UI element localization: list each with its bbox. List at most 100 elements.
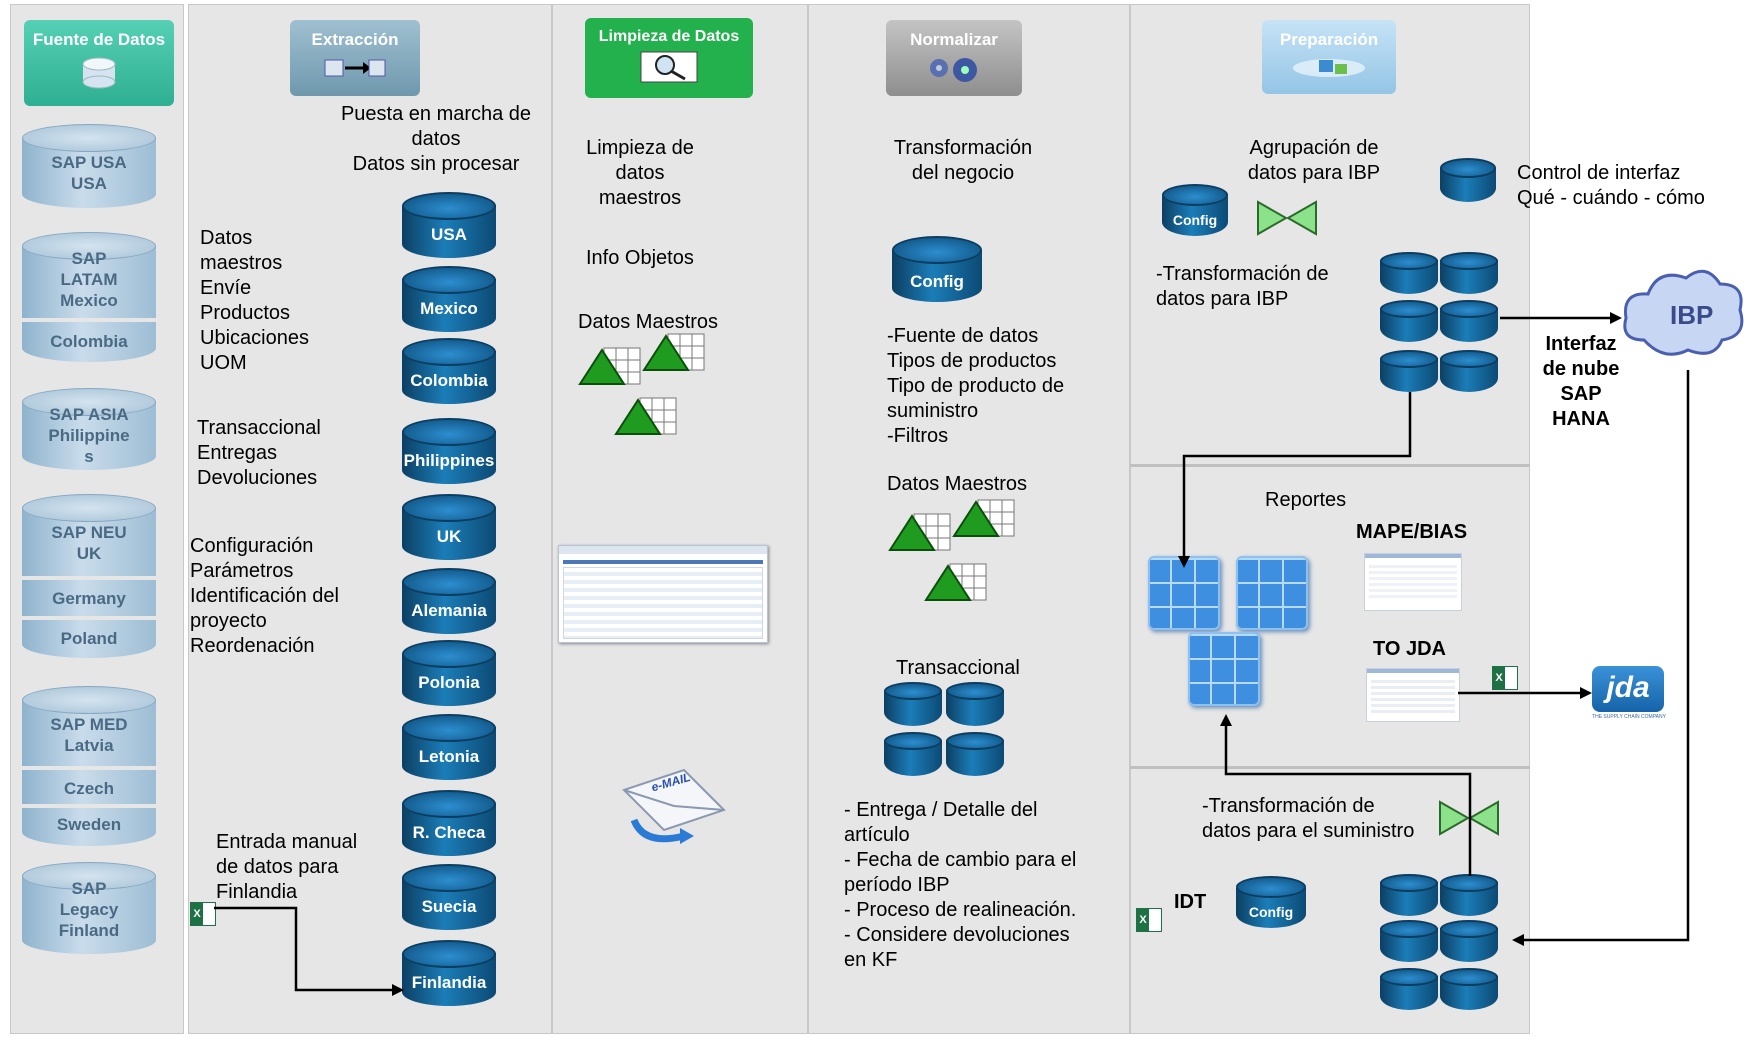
- prep-divider-1: [1130, 464, 1530, 467]
- jda-tagline: THE SUPPLY CHAIN COMPANY: [1592, 714, 1666, 720]
- prep-config-label: Config: [1172, 212, 1218, 228]
- db-colombia: Colombia: [402, 338, 496, 404]
- prep-agrupacion-text: Agrupación de datos para IBP: [1247, 137, 1381, 184]
- transaccional-db-4: [946, 732, 1004, 776]
- header-limpieza: Limpieza de Datos: [585, 18, 753, 98]
- header-normalizar-label: Normalizar: [910, 30, 998, 49]
- normalizar-config-db: Config: [892, 236, 982, 302]
- db-suecia-label: Suecia: [421, 897, 477, 916]
- source-germany-label: Germany: [52, 589, 126, 608]
- header-normalizar: Normalizar: [886, 20, 1022, 96]
- report-cube-2: [1236, 556, 1308, 630]
- bowtie-icon-suministro: [1439, 800, 1499, 836]
- prep-config2-label: Config: [1248, 904, 1294, 920]
- supply-db-3: [1380, 920, 1438, 962]
- db-letonia-label: Letonia: [418, 747, 480, 766]
- transaccional-db-3: [884, 732, 942, 776]
- extraccion-heading: Puesta en marcha de datos Datos sin proc…: [340, 103, 532, 175]
- db-philippines-label: Philippines: [403, 451, 495, 470]
- db-usa-label: USA: [431, 225, 467, 244]
- excel-icon-jda: X: [1492, 666, 1518, 690]
- header-extraccion: Extracción: [290, 20, 420, 96]
- excel-icon: X: [190, 902, 216, 926]
- db-mexico: Mexico: [402, 266, 496, 332]
- magnifier-icon: [640, 51, 698, 83]
- jda-logo-text: jda: [1606, 671, 1650, 704]
- prep-control-text: Control de interfaz Qué - cuándo - cómo: [1517, 162, 1705, 209]
- prep-idt-text: IDT: [1174, 891, 1207, 913]
- gears-icon: [930, 58, 977, 82]
- db-finlandia: Finlandia: [402, 940, 496, 1006]
- limpieza-column: [552, 4, 808, 1034]
- tojda-report-thumbnail: [1366, 668, 1460, 722]
- extraccion-maestros-text: Datos maestros Envíe Productos Ubicacion…: [200, 227, 309, 374]
- header-preparacion-label: Preparación: [1279, 30, 1379, 49]
- ibp-db-6: [1440, 350, 1498, 392]
- prep-transf-sum-text: -Transformación de datos para el suminis…: [1202, 795, 1415, 842]
- bowtie-icon-agrupacion: [1257, 200, 1317, 236]
- prep-mape-text: MAPE/BIAS: [1356, 521, 1468, 543]
- normalizar-transaccional: Transaccional: [896, 657, 1020, 679]
- db-rcheca: R. Checa: [402, 790, 496, 856]
- header-extraccion-label: Extracción: [311, 30, 399, 49]
- header-preparacion: Preparación: [1262, 20, 1396, 94]
- report-cube-1: [1148, 556, 1220, 630]
- supply-db-5: [1380, 968, 1438, 1010]
- normalizar-title: Transformación del negocio: [893, 137, 1033, 184]
- prep-transformacion-text: -Transformación de datos para IBP: [1156, 263, 1329, 310]
- db-mexico-label: Mexico: [420, 299, 478, 318]
- jda-logo: jda: [1592, 666, 1664, 712]
- ibp-db-5: [1380, 350, 1438, 392]
- db-alemania-label: Alemania: [411, 601, 487, 620]
- source-colombia-label: Colombia: [50, 332, 128, 351]
- ibp-label: IBP: [1670, 300, 1713, 330]
- report-cube-3: [1188, 632, 1260, 706]
- supply-db-1: [1380, 874, 1438, 916]
- header-fuente: Fuente de Datos: [24, 20, 174, 106]
- transaccional-db-2: [946, 682, 1004, 726]
- supply-db-6: [1440, 968, 1498, 1010]
- extraccion-manual-text: Entrada manual de datos para Finlandia: [216, 831, 358, 903]
- header-fuente-label: Fuente de Datos: [32, 30, 166, 49]
- ibp-db-4: [1440, 300, 1498, 342]
- db-suecia: Suecia: [402, 864, 496, 930]
- normalizar-datos-maestros: Datos Maestros: [887, 473, 1028, 495]
- transaccional-db-1: [884, 682, 942, 726]
- ibp-db-3: [1380, 300, 1438, 342]
- source-poland-label: Poland: [60, 629, 118, 648]
- normalizar-fuente-text: -Fuente de datos Tipos de productos Tipo…: [887, 325, 1065, 447]
- data-transfer-icon: [324, 59, 386, 77]
- db-colombia-label: Colombia: [410, 371, 488, 390]
- limpieza-info-objetos: Info Objetos: [586, 247, 694, 269]
- prep-config-db: Config: [1162, 184, 1228, 236]
- report-screenshot-limpieza: [558, 545, 768, 643]
- db-finlandia-label: Finlandia: [411, 973, 487, 992]
- db-philippines: Philippines: [402, 418, 496, 484]
- ibp-db-2: [1440, 252, 1498, 294]
- prep-control-db: [1440, 158, 1496, 202]
- header-limpieza-label: Limpieza de Datos: [598, 28, 740, 45]
- ibp-db-1: [1380, 252, 1438, 294]
- database-icon: [82, 57, 116, 89]
- source-czech-label: Czech: [63, 779, 115, 798]
- source-sweden-label: Sweden: [56, 815, 122, 834]
- master-data-icon-limpieza: [578, 333, 705, 435]
- prep-config2-db: Config: [1236, 876, 1306, 928]
- normalizar-notes: - Entrega / Detalle del artículo - Fecha…: [844, 799, 1077, 971]
- extraccion-transaccional-text: Transaccional Entregas Devoluciones: [197, 417, 321, 489]
- db-polonia-label: Polonia: [418, 673, 480, 692]
- prep-reportes-text: Reportes: [1265, 489, 1347, 511]
- prep-tojda-text: TO JDA: [1373, 638, 1446, 660]
